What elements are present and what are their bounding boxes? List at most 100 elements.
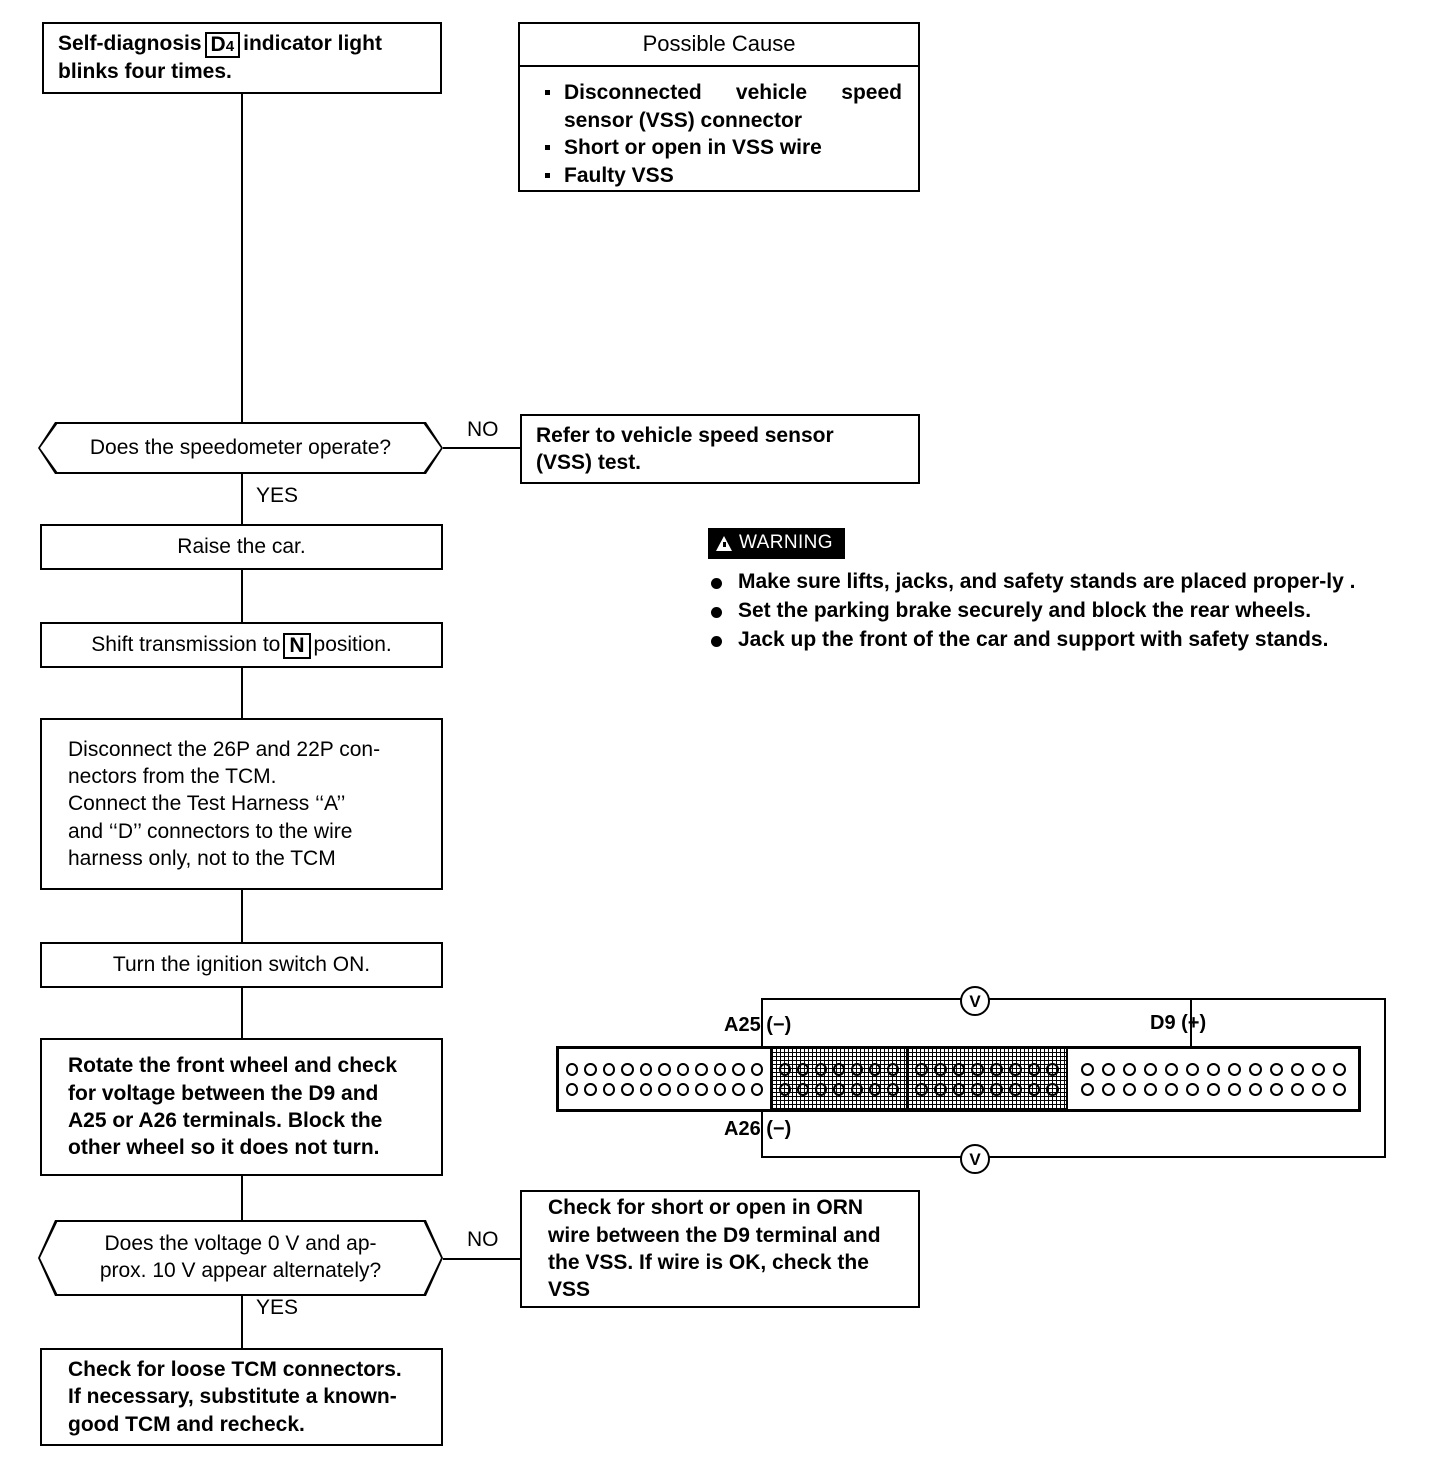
connector-pin (915, 1062, 928, 1076)
warning-item-text: Jack up the front of the car and support… (738, 627, 1329, 651)
connector-pin (1080, 1082, 1094, 1096)
connector-pin (1185, 1082, 1199, 1096)
connector-segment-1 (559, 1049, 772, 1109)
connector-pin (695, 1062, 708, 1076)
check-orn-wire-box: Check for short or open in ORN wire betw… (520, 1190, 920, 1308)
disconnect-line3: Connect the Test Harness ‘‘A’’ (68, 792, 346, 816)
connector-pin (1122, 1062, 1136, 1076)
rotate-line4: other wheel so it does not turn. (68, 1136, 380, 1160)
connector-pin (1008, 1062, 1022, 1076)
terminal-label-d9: D9 (+) (1150, 1012, 1207, 1034)
connector-pin (1269, 1082, 1283, 1096)
connector-pin (1046, 1062, 1059, 1076)
connector-pin (933, 1062, 947, 1076)
rotate-line2: for voltage between the D9 and (68, 1081, 379, 1105)
decision-voltage-yes-label: YES (253, 1296, 302, 1320)
connector-pin (602, 1062, 616, 1076)
decision-voltage-text: Does the voltage 0 V and ap- prox. 10 V … (66, 1231, 415, 1285)
connector-pin (1290, 1082, 1304, 1096)
connector-pin (952, 1082, 966, 1096)
pin-row (566, 1082, 763, 1096)
flow-line-disconnect-to-ignition (241, 890, 243, 942)
connector-pin (1269, 1062, 1283, 1076)
pin-row (915, 1062, 1059, 1076)
decision-speedometer-fill (40, 424, 441, 472)
warning-triangle-icon (716, 535, 732, 551)
connector-pin (1248, 1082, 1262, 1096)
pin-row (915, 1082, 1059, 1096)
connector-pin (695, 1082, 708, 1096)
connector-pin (887, 1062, 899, 1076)
connector-pin (815, 1082, 827, 1096)
decision-speedometer-yes-label: YES (253, 484, 302, 508)
connector-pin (1046, 1082, 1059, 1096)
connector-pin (1080, 1062, 1094, 1076)
pin-row (779, 1082, 899, 1096)
decision-voltage-line1: Does the voltage 0 V and ap- (104, 1232, 377, 1256)
connector-pin (1027, 1062, 1041, 1076)
voltmeter-lower-icon: V (960, 1144, 990, 1174)
decision-speedometer-text: Does the speedometer operate? (89, 435, 392, 459)
connector-pin (869, 1062, 881, 1076)
start-box-line1-after: indicator light (243, 32, 382, 56)
connector-pin (584, 1062, 597, 1076)
d4-code-letter: D (210, 33, 226, 57)
connector-body (556, 1046, 1361, 1112)
connector-pin (621, 1082, 634, 1096)
flow-line-shift-to-disconnect (241, 668, 243, 718)
connector-pin (1248, 1062, 1262, 1076)
connector-pin (990, 1062, 1003, 1076)
pin-row (1075, 1062, 1351, 1076)
connector-pin (750, 1062, 763, 1076)
connector-pin (566, 1082, 579, 1096)
d4-code-frame: D4 (204, 32, 241, 59)
rotate-line3: A25 or A26 terminals. Block the (68, 1109, 383, 1132)
connector-pin (1122, 1082, 1136, 1096)
warning-tag: WARNING (708, 528, 845, 559)
connector-pin (1311, 1062, 1325, 1076)
final-check-tcm-box: Check for loose TCM connectors. If neces… (40, 1348, 443, 1446)
decision-voltage-fill (40, 1222, 441, 1294)
flow-line-start-to-speedometer (241, 94, 243, 424)
connector-pin (833, 1062, 845, 1076)
connector-pin (797, 1062, 809, 1076)
connector-pin (1101, 1082, 1115, 1096)
connector-pin (1008, 1082, 1022, 1096)
connector-segment-2-shaded (772, 1049, 908, 1109)
warning-item: Jack up the front of the car and support… (708, 626, 1428, 655)
rotate-wheel-box: Rotate the front wheel and check for vol… (40, 1038, 443, 1176)
warning-block: WARNING Make sure lifts, jacks, and safe… (708, 528, 1428, 655)
final-line1: Check for loose TCM connectors. (68, 1358, 402, 1382)
connector-pin (887, 1082, 899, 1096)
disconnect-connectors-box: Disconnect the 26P and 22P con- nectors … (40, 718, 443, 890)
connector-pin (1311, 1082, 1325, 1096)
probe-wire-d9-vertical (1190, 998, 1192, 1054)
connector-pin (658, 1062, 671, 1076)
connector-pin (676, 1062, 690, 1076)
connector-pin (639, 1082, 653, 1096)
refer-vss-line1: Refer to vehicle speed sensor (536, 423, 834, 447)
n-position-letter: N (289, 633, 305, 657)
probe-wire-top-horizontal (761, 998, 1386, 1000)
disconnect-line5: harness only, not to the TCM (68, 846, 336, 870)
warning-item: Make sure lifts, jacks, and safety stand… (708, 568, 1428, 597)
flow-line-raise-to-shift (241, 570, 243, 622)
flow-line-ignition-to-rotate (241, 988, 243, 1038)
connector-pin (933, 1082, 947, 1096)
connector-pin (658, 1082, 671, 1096)
connector-pin (990, 1082, 1003, 1096)
refer-vss-line2: (VSS) test. (536, 451, 642, 474)
voltmeter-upper-icon: V (960, 986, 990, 1016)
decision-voltage: Does the voltage 0 V and ap- prox. 10 V … (38, 1220, 443, 1296)
connector-pin (833, 1082, 845, 1096)
possible-cause-item: Disconnected vehicle speed sensor (VSS) … (542, 79, 902, 134)
start-box-line1-before: Self-diagnosis (58, 32, 202, 56)
check-orn-line3: the VSS. If wire is OK, check the (548, 1251, 869, 1274)
decision-speedometer: Does the speedometer operate? (38, 422, 443, 474)
connector-pin (797, 1082, 809, 1096)
possible-cause-panel: Possible Cause Disconnected vehicle spee… (518, 22, 920, 192)
raise-car-box: Raise the car. (40, 524, 443, 570)
